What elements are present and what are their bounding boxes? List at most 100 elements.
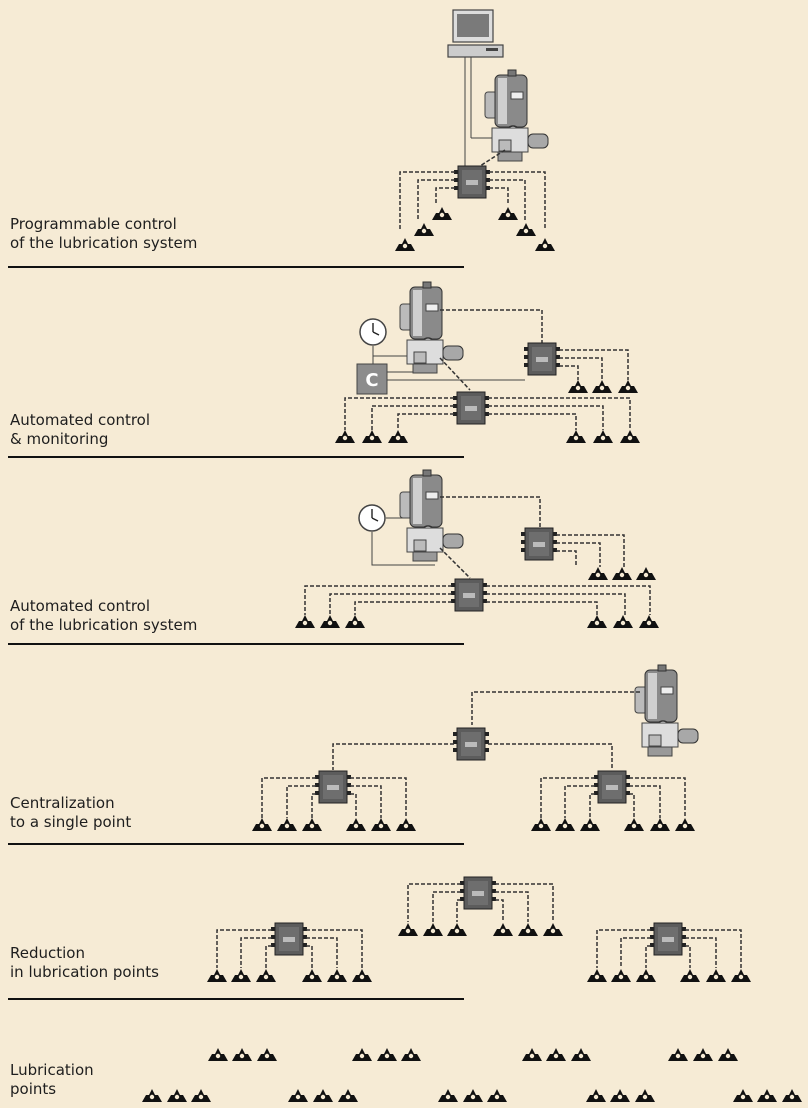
label-line-2: in lubrication points bbox=[10, 963, 159, 981]
distributor-icon bbox=[452, 727, 490, 761]
lubrication-point bbox=[668, 1048, 688, 1061]
distributor-icon bbox=[649, 922, 687, 956]
label-line-2: of the lubrication system bbox=[10, 234, 198, 252]
lubrication-point bbox=[639, 615, 659, 628]
pump-icon bbox=[634, 664, 699, 757]
distributor-icon bbox=[450, 578, 488, 612]
label-line-2: & monitoring bbox=[10, 430, 109, 448]
controller-letter: C bbox=[365, 370, 378, 391]
lubrication-point bbox=[401, 1048, 421, 1061]
label-line-1: Automated control bbox=[10, 411, 151, 429]
lubrication-point bbox=[587, 969, 607, 982]
lubrication-point bbox=[535, 238, 555, 251]
separator-rule bbox=[8, 266, 464, 268]
lubrication-point bbox=[620, 430, 640, 443]
lubrication-point bbox=[231, 969, 251, 982]
lubrication-point bbox=[618, 380, 638, 393]
automated-control-diagram bbox=[295, 469, 659, 628]
label-line-2: to a single point bbox=[10, 813, 132, 831]
separator-rule bbox=[8, 843, 464, 845]
distributor-icon bbox=[314, 770, 352, 804]
lubrication-point bbox=[338, 1089, 358, 1102]
lubrication-point bbox=[757, 1089, 777, 1102]
lubrication-point bbox=[612, 567, 632, 580]
lubrication-point bbox=[395, 238, 415, 251]
lubrication-point bbox=[447, 923, 467, 936]
lubrication-point bbox=[592, 380, 612, 393]
lubrication-point bbox=[438, 1089, 458, 1102]
lubrication-point bbox=[142, 1089, 162, 1102]
lubrication-point bbox=[613, 615, 633, 628]
label-line-1: Reduction bbox=[10, 944, 85, 962]
lubrication-point bbox=[624, 818, 644, 831]
lubrication-point bbox=[396, 818, 416, 831]
lubrication-point bbox=[414, 223, 434, 236]
lubrication-points bbox=[252, 818, 695, 831]
lubrication-point bbox=[706, 969, 726, 982]
lubrication-points bbox=[395, 207, 555, 251]
lubrication-point bbox=[371, 818, 391, 831]
label-line-2: points bbox=[10, 1080, 57, 1098]
lubrication-point bbox=[487, 1089, 507, 1102]
label-line-1: Lubrication bbox=[10, 1061, 94, 1079]
lubrication-point bbox=[571, 1048, 591, 1061]
lubrication-point bbox=[463, 1089, 483, 1102]
distributor-icon bbox=[452, 391, 490, 425]
lubrication-point bbox=[302, 969, 322, 982]
lubrication-point bbox=[675, 818, 695, 831]
lubrication-point bbox=[566, 430, 586, 443]
lubrication-point bbox=[516, 223, 536, 236]
lubrication-point bbox=[320, 615, 340, 628]
lubrication-point bbox=[207, 969, 227, 982]
lubrication-point bbox=[167, 1089, 187, 1102]
clock-icon bbox=[358, 504, 386, 532]
lubrication-point bbox=[610, 1089, 630, 1102]
level-label-lubrication-points: Lubrication points bbox=[10, 1061, 94, 1099]
lubrication-point bbox=[432, 207, 452, 220]
lubrication-point bbox=[531, 818, 551, 831]
pump-icon bbox=[399, 469, 464, 562]
lubrication-points-diagram bbox=[142, 1048, 802, 1102]
distributor-icon bbox=[520, 527, 558, 561]
lubrication-point bbox=[580, 818, 600, 831]
lubrication-point bbox=[693, 1048, 713, 1061]
lubrication-point bbox=[313, 1089, 333, 1102]
lubrication-point bbox=[398, 923, 418, 936]
lubrication-point bbox=[423, 923, 443, 936]
lubrication-point bbox=[546, 1048, 566, 1061]
clock-icon bbox=[359, 318, 387, 346]
lubrication-point bbox=[191, 1089, 211, 1102]
label-line-2: of the lubrication system bbox=[10, 616, 198, 634]
level-label-centralization: Centralization to a single point bbox=[10, 794, 131, 832]
lubrication-point bbox=[257, 1048, 277, 1061]
lubrication-point bbox=[650, 818, 670, 831]
lubrication-point bbox=[782, 1089, 802, 1102]
lubrication-point bbox=[718, 1048, 738, 1061]
label-line-1: Centralization bbox=[10, 794, 115, 812]
label-line-1: Programmable control bbox=[10, 215, 177, 233]
lubrication-point bbox=[636, 567, 656, 580]
separator-rule bbox=[8, 456, 464, 458]
programmable-control-diagram bbox=[395, 9, 555, 251]
pump-icon bbox=[484, 69, 549, 162]
distributor-icon bbox=[453, 165, 491, 199]
lubrication-point bbox=[498, 207, 518, 220]
controller-box bbox=[356, 363, 388, 395]
lubrication-point bbox=[327, 969, 347, 982]
lubrication-point bbox=[302, 818, 322, 831]
lubrication-point bbox=[377, 1048, 397, 1061]
lubrication-point bbox=[586, 1089, 606, 1102]
distributor-icon bbox=[593, 770, 631, 804]
pump-icon bbox=[399, 281, 464, 374]
lubrication-point bbox=[352, 1048, 372, 1061]
lubrication-point bbox=[232, 1048, 252, 1061]
lubrication-point bbox=[388, 430, 408, 443]
lubrication-point bbox=[555, 818, 575, 831]
lubrication-point bbox=[277, 818, 297, 831]
level-label-automated-monitoring: Automated control & monitoring bbox=[10, 411, 150, 449]
lubrication-point bbox=[733, 1089, 753, 1102]
lubrication-point bbox=[352, 969, 372, 982]
level-label-reduction: Reduction in lubrication points bbox=[10, 944, 159, 982]
lubrication-point bbox=[493, 923, 513, 936]
